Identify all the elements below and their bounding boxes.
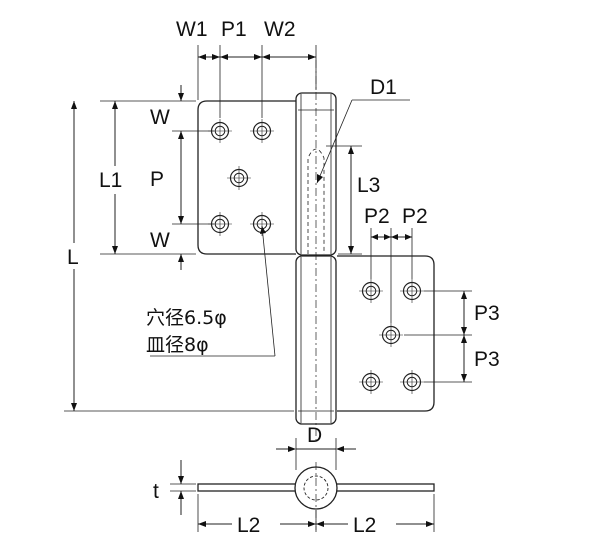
dim-L: L xyxy=(62,101,294,412)
label-P2-right: P2 xyxy=(402,205,428,228)
label-D: D xyxy=(307,424,322,447)
label-L2-left: L2 xyxy=(237,514,260,537)
label-D1: D1 xyxy=(370,76,397,99)
upper-hole-2 xyxy=(249,118,275,144)
lower-hole-1 xyxy=(358,278,384,304)
dim-D1: D1 xyxy=(316,76,410,184)
dim-L1: L1 xyxy=(95,101,131,254)
label-t: t xyxy=(153,480,159,503)
dim-P2: P2 P2 xyxy=(364,205,428,323)
hole-note: 穴径6.5φ 皿径8φ xyxy=(146,225,276,357)
dim-L3: L3 xyxy=(326,145,380,255)
label-L3: L3 xyxy=(357,174,380,197)
bottom-view: D t L2 L2 xyxy=(153,424,435,538)
lower-hole-3 xyxy=(378,322,404,348)
label-L: L xyxy=(67,246,79,269)
label-P1: P1 xyxy=(221,18,247,41)
label-P3-bottom: P3 xyxy=(474,348,500,371)
label-P3-top: P3 xyxy=(474,302,500,325)
upper-leaf xyxy=(197,100,296,255)
label-L1: L1 xyxy=(99,169,122,192)
dim-P3: P3 P3 xyxy=(404,290,500,383)
label-W-top: W xyxy=(150,106,170,129)
label-hole-diameter: 穴径6.5φ xyxy=(146,307,227,329)
hidden-pin xyxy=(307,148,325,254)
label-W2: W2 xyxy=(264,18,296,41)
label-L2-right: L2 xyxy=(353,514,376,537)
lower-hole-5 xyxy=(399,369,425,395)
lower-hole-2 xyxy=(399,278,425,304)
lower-leaf xyxy=(337,255,435,412)
dim-top: W1 P1 W2 xyxy=(176,18,317,118)
lower-leaf-outline xyxy=(337,255,435,412)
upper-leaf-outline xyxy=(197,100,296,255)
label-W-bottom: W xyxy=(150,229,170,252)
lower-hole-4 xyxy=(358,369,384,395)
label-W1: W1 xyxy=(176,18,208,41)
label-P: P xyxy=(150,168,164,191)
label-countersink-diameter: 皿径8φ xyxy=(146,334,209,356)
upper-hole-3 xyxy=(226,165,252,191)
knuckle xyxy=(295,60,337,440)
dim-left-small: W P W xyxy=(100,85,214,270)
label-P2-left: P2 xyxy=(364,205,390,228)
